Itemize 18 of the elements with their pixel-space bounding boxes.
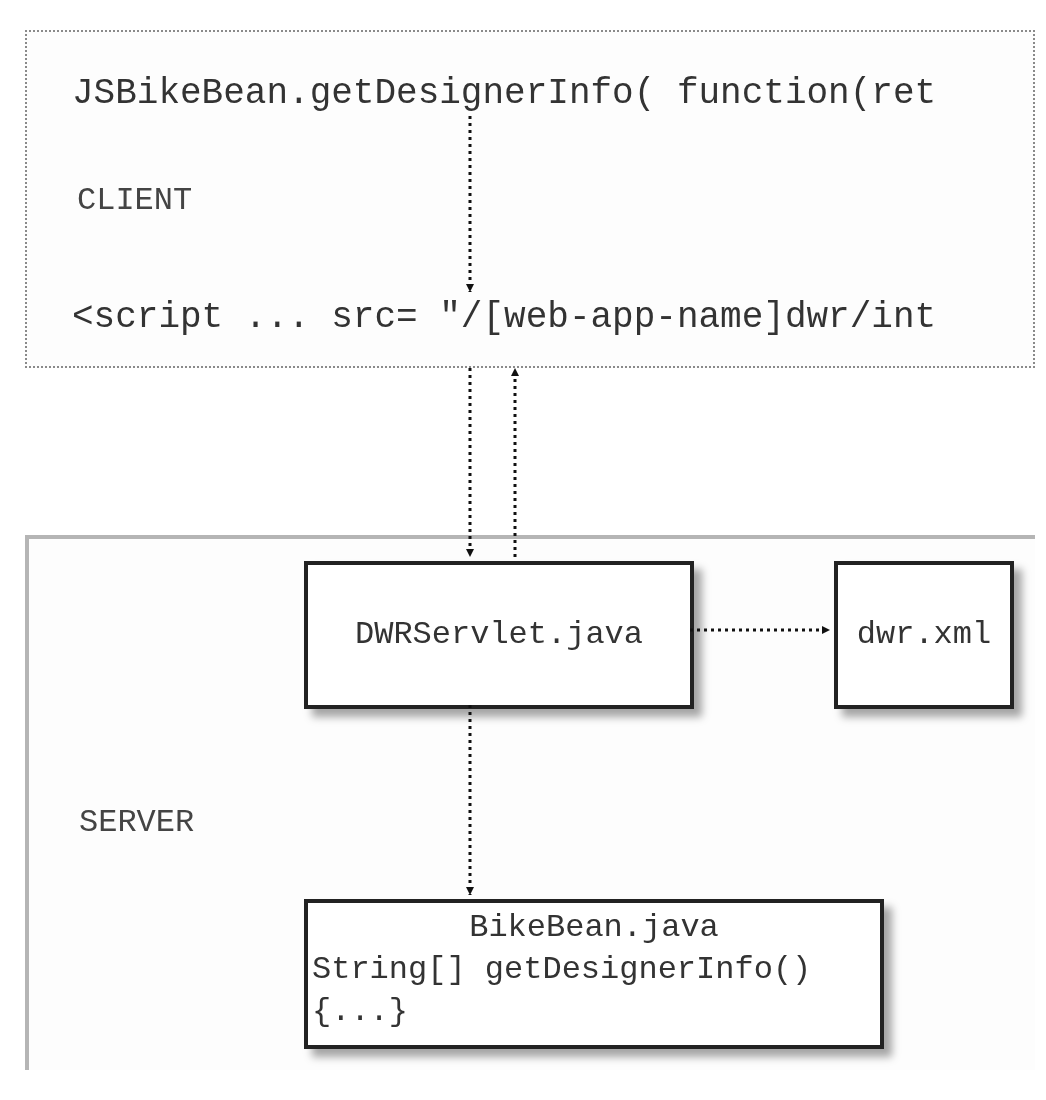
- class-box: [304, 899, 884, 1049]
- file-name: dwr.xml: [856, 615, 992, 655]
- arrow: [466, 368, 474, 557]
- file-box: [834, 561, 1014, 709]
- arrow: [466, 705, 474, 895]
- region-label: SERVER: [79, 803, 195, 843]
- arrow: [466, 116, 474, 292]
- arrow: [511, 368, 519, 557]
- code-line: String[] getDesignerInfo(): [312, 950, 813, 990]
- file-box: [304, 561, 694, 709]
- file-name: DWRServlet.java: [354, 615, 643, 655]
- code-line: <script ... src= "/[web-app-name]dwr/int: [72, 294, 1012, 342]
- client-region: [25, 30, 1035, 368]
- code-line: JSBikeBean.getDesignerInfo( function(ret: [72, 70, 1012, 118]
- arrow: [690, 626, 830, 634]
- region-label: CLIENT: [77, 181, 193, 221]
- class-name: BikeBean.java: [469, 908, 719, 948]
- code-line: {...}: [312, 992, 409, 1032]
